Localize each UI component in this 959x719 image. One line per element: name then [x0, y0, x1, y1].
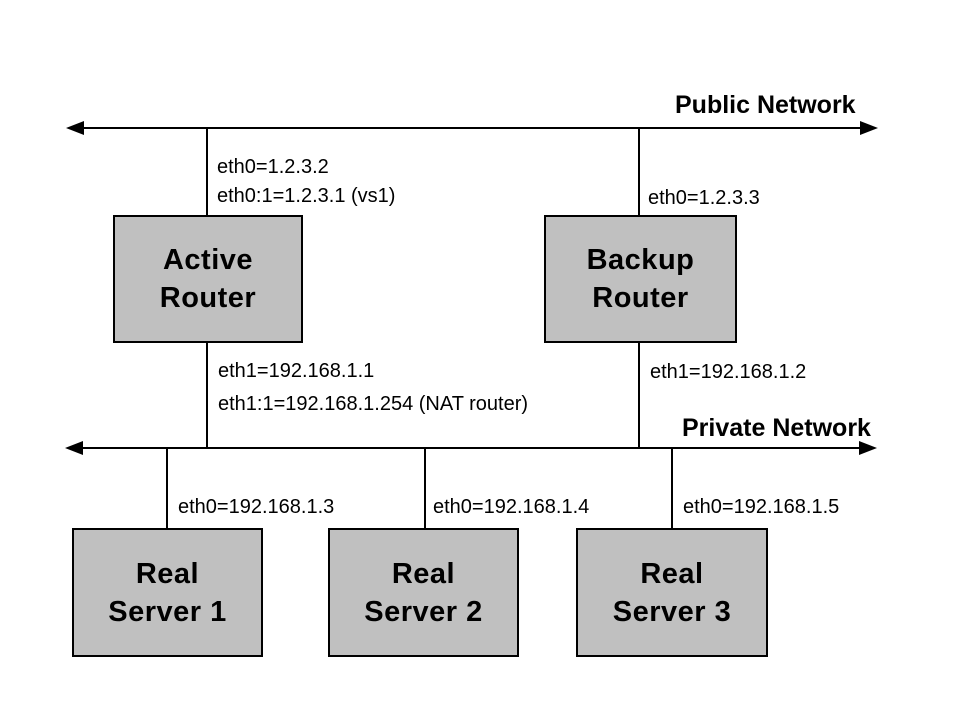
server1-eth0-label: eth0=192.168.1.3 — [178, 496, 335, 518]
link-private-to-server3 — [671, 449, 673, 529]
link-public-to-active-router — [206, 128, 208, 216]
active-router-eth0-alias-label: eth0:1=1.2.3.1 (vs1) — [217, 185, 396, 207]
real-server-2-name-line2: Server 2 — [364, 595, 483, 628]
real-server-3-name-line1: Real — [640, 557, 704, 590]
real-server-3-node: Real Server 3 — [576, 528, 768, 657]
real-server-1-name-line1: Real — [135, 557, 200, 590]
active-router-eth0-label: eth0=1.2.3.2 — [217, 156, 329, 178]
public-network-right-arrowhead-icon — [860, 121, 878, 135]
server2-eth0-label: eth0=192.168.1.4 — [433, 496, 590, 518]
backup-router-eth0-label: eth0=1.2.3.3 — [648, 187, 760, 209]
link-private-to-server2 — [424, 449, 426, 529]
link-private-to-server1 — [166, 449, 168, 529]
public-network-label: Public Network — [675, 91, 856, 119]
private-network-label: Private Network — [682, 414, 871, 442]
private-network-right-arrowhead-icon — [859, 441, 877, 455]
active-router-name-line2: Router — [159, 282, 257, 314]
real-server-1-node: Real Server 1 — [72, 528, 263, 657]
private-network-line — [74, 447, 869, 449]
public-network-left-arrowhead-icon — [66, 121, 84, 135]
real-server-2-node: Real Server 2 — [328, 528, 519, 657]
backup-router-eth1-label: eth1=192.168.1.2 — [650, 361, 807, 383]
active-router-node: Active Router — [113, 215, 303, 343]
real-server-2-name-line1: Real — [391, 557, 456, 590]
active-router-eth1-label: eth1=192.168.1.1 — [218, 360, 375, 382]
link-active-router-to-private — [206, 343, 208, 449]
public-network-line — [75, 127, 870, 129]
real-server-3-name-line2: Server 3 — [612, 595, 732, 628]
real-server-1-name-line2: Server 1 — [108, 595, 227, 628]
active-router-name-line1: Active — [162, 244, 254, 276]
active-router-eth1-alias-label: eth1:1=192.168.1.254 (NAT router) — [218, 393, 529, 415]
backup-router-name-line1: Backup — [586, 244, 695, 276]
server3-eth0-label: eth0=192.168.1.5 — [683, 496, 840, 518]
link-public-to-backup-router — [638, 128, 640, 216]
backup-router-name-line2: Router — [592, 282, 689, 314]
link-backup-router-to-private — [638, 343, 640, 449]
private-network-left-arrowhead-icon — [65, 441, 83, 455]
backup-router-node: Backup Router — [544, 215, 737, 343]
